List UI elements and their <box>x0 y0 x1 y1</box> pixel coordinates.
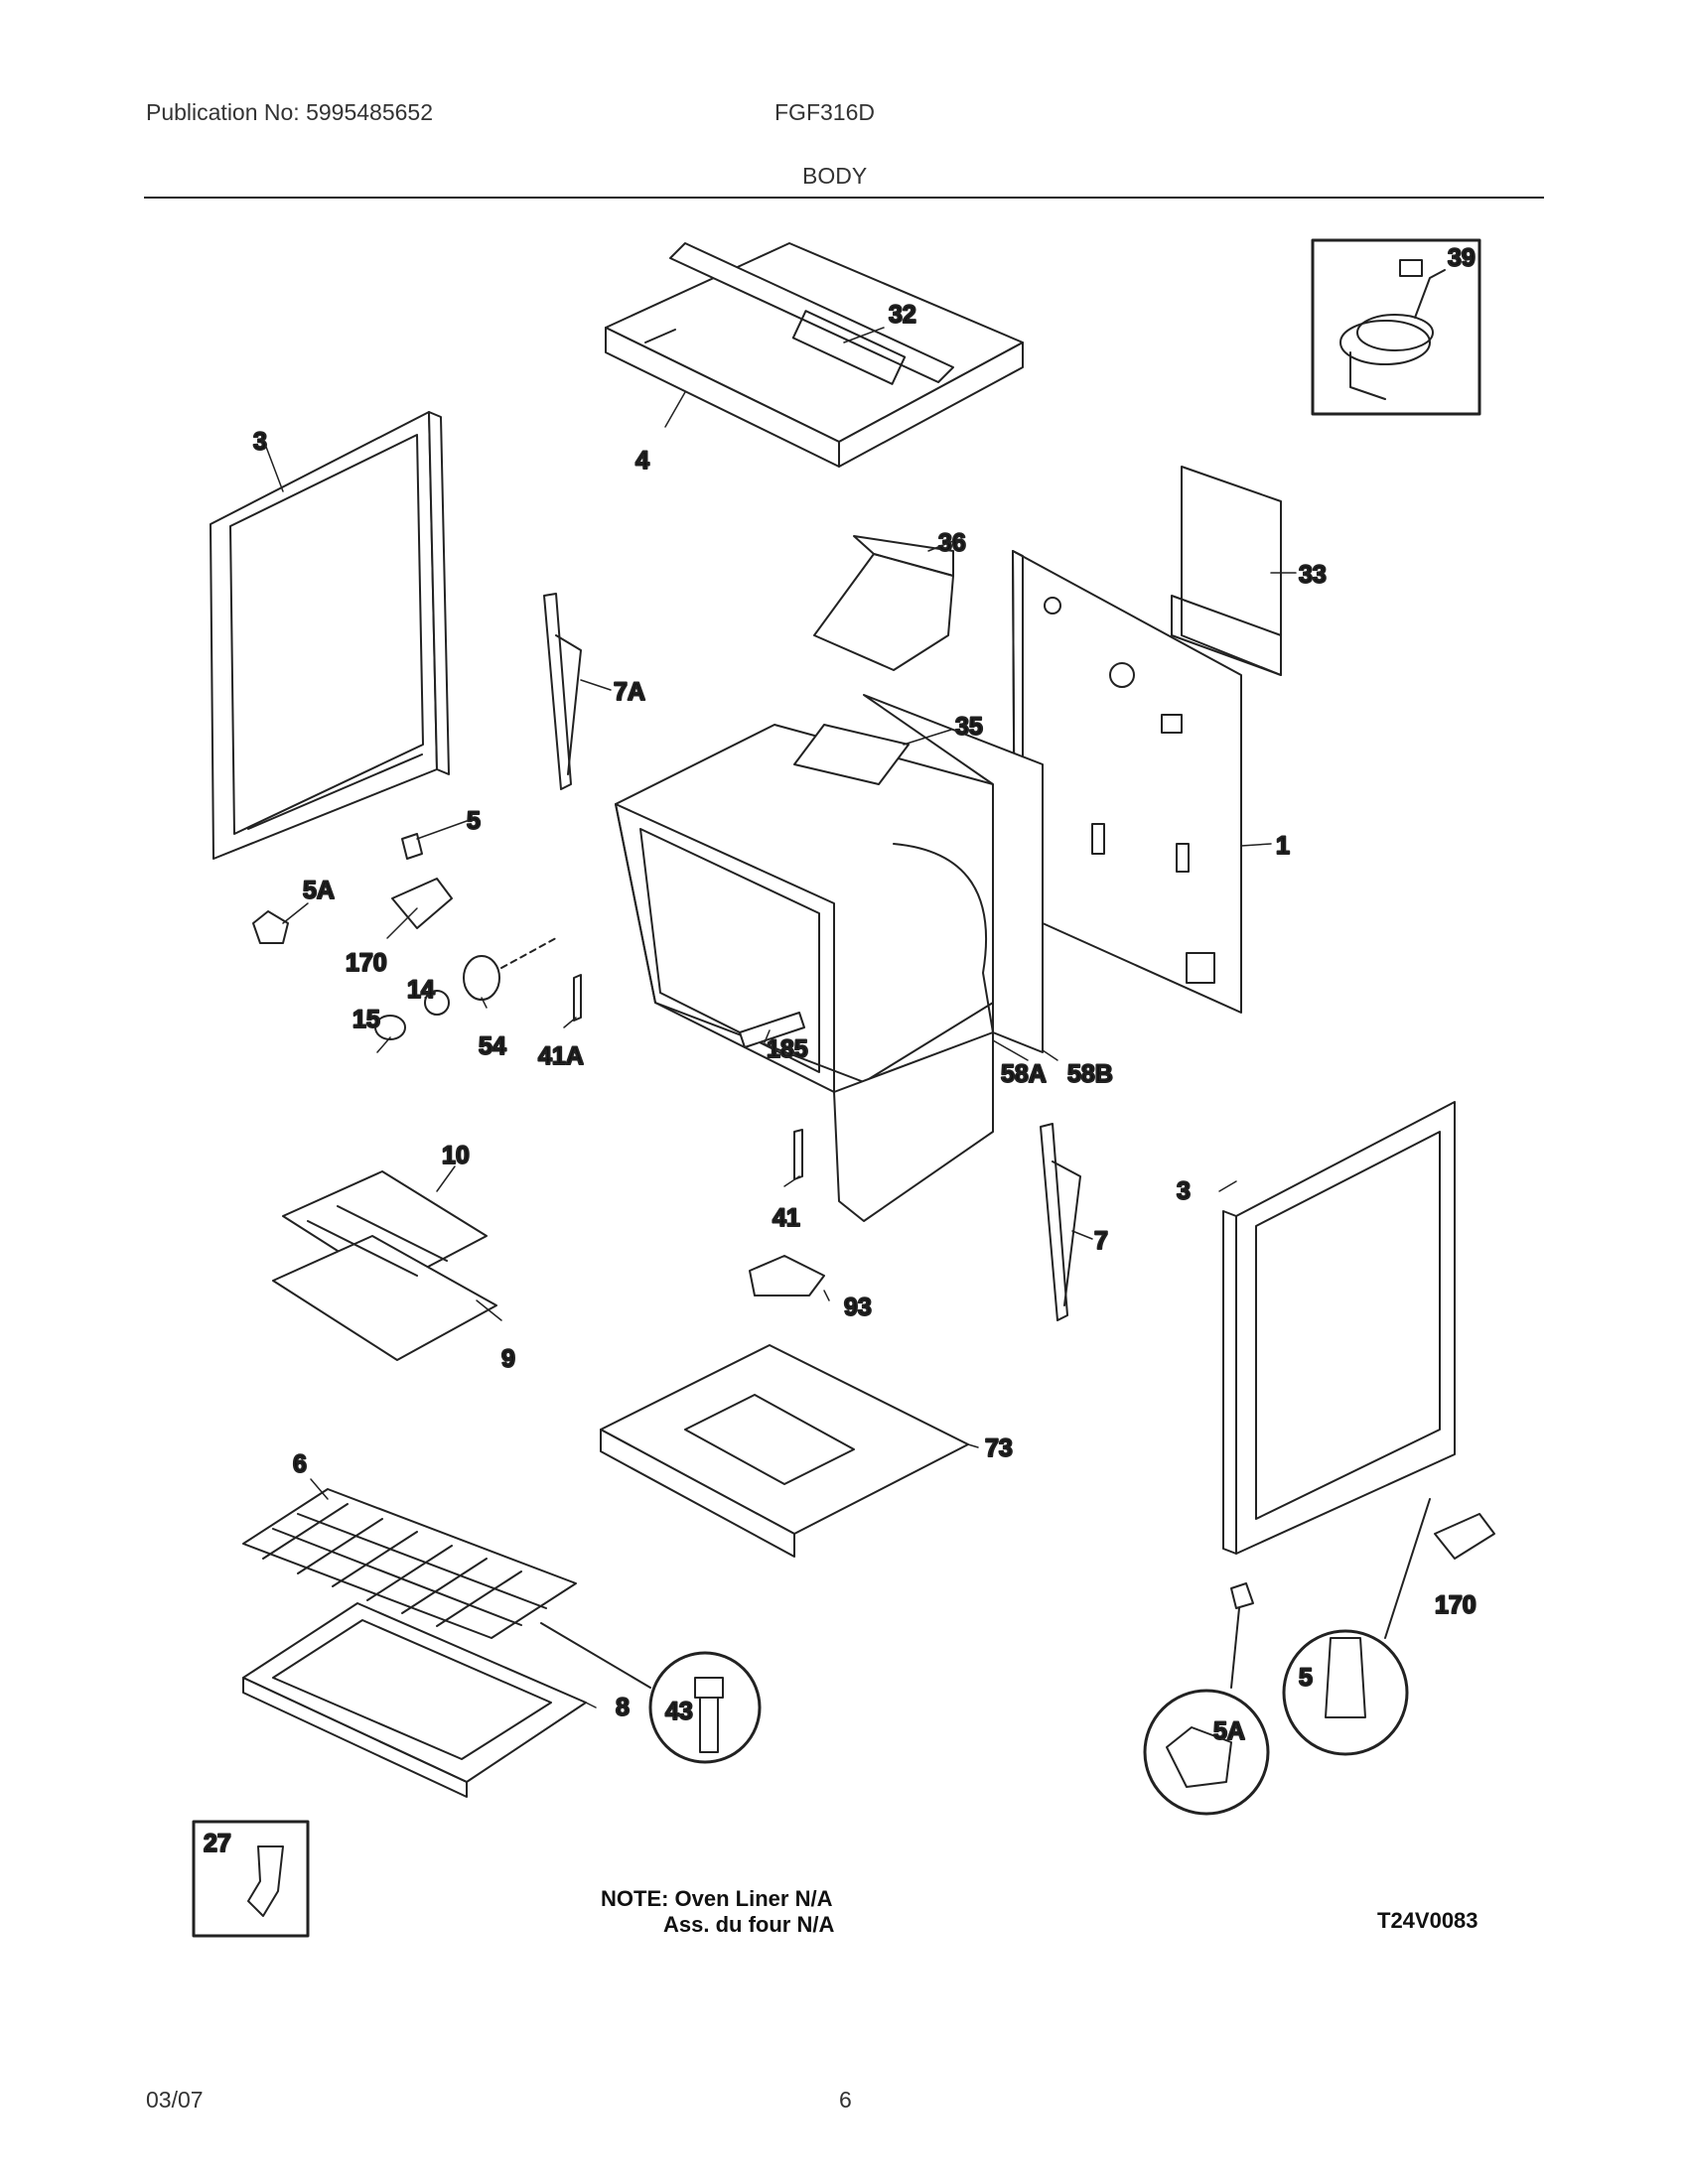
part-side-panel-left <box>210 411 450 860</box>
callout-93: 93 <box>844 1294 872 1321</box>
callout-32: 32 <box>889 301 916 329</box>
callout-58B: 58B <box>1067 1060 1113 1088</box>
publication-number: Publication No: 5995485652 <box>146 99 434 125</box>
callout-5A-left: 5A <box>303 877 335 904</box>
note-line-1: NOTE: Oven Liner N/A <box>601 1886 833 1911</box>
part-side-panel-right <box>1222 1101 1456 1555</box>
callout-3-right: 3 <box>1177 1177 1191 1205</box>
part-power-cord-inset <box>1311 238 1481 416</box>
callout-54: 54 <box>479 1032 506 1060</box>
part-drawer-panel <box>242 1602 587 1798</box>
callout-27: 27 <box>204 1830 231 1857</box>
callout-14: 14 <box>407 976 435 1004</box>
callout-185: 185 <box>767 1035 808 1063</box>
part-bolt-detail-43 <box>540 1622 762 1764</box>
part-bottom-panel <box>600 1344 969 1558</box>
part-93 <box>749 1255 825 1297</box>
diagram-code: T24V0083 <box>1377 1908 1478 1933</box>
callout-5-detail: 5 <box>1299 1664 1313 1692</box>
part-small-left-parts <box>252 833 453 944</box>
callout-8: 8 <box>616 1694 630 1721</box>
part-detail-5A <box>1143 1582 1270 1816</box>
callout-5A-detail: 5A <box>1213 1717 1245 1745</box>
part-oven-body <box>615 694 1044 1222</box>
part-oven-rack <box>242 1488 577 1639</box>
callout-41A: 41A <box>538 1042 584 1070</box>
callout-7A: 7A <box>614 678 645 706</box>
callout-9: 9 <box>501 1345 515 1373</box>
callout-35: 35 <box>955 713 983 741</box>
part-lamp-assembly <box>374 937 557 1040</box>
callout-6: 6 <box>293 1450 307 1478</box>
footer-date: 03/07 <box>146 2087 204 2113</box>
callout-36: 36 <box>938 529 966 557</box>
callout-170-right: 170 <box>1435 1591 1477 1619</box>
callout-170-left: 170 <box>346 949 387 977</box>
callout-4: 4 <box>635 447 649 475</box>
part-clips <box>573 974 803 1180</box>
part-top-panel <box>605 242 1024 468</box>
callout-5-left: 5 <box>467 807 481 835</box>
callout-39: 39 <box>1448 244 1476 272</box>
callout-41: 41 <box>773 1204 800 1232</box>
header-rule <box>144 197 1544 199</box>
part-inset-27 <box>192 1820 310 1938</box>
note-line-2: Ass. du four N/A <box>663 1912 835 1937</box>
part-broiler-pan <box>272 1170 497 1361</box>
footer-page-number: 6 <box>839 2087 852 2113</box>
callout-10: 10 <box>442 1142 470 1169</box>
part-hinge-7 <box>1040 1123 1081 1321</box>
part-rear-cover <box>1171 466 1282 676</box>
part-36 <box>813 535 954 671</box>
callout-73: 73 <box>985 1434 1013 1462</box>
part-detail-5 <box>1282 1498 1431 1756</box>
callout-43: 43 <box>665 1698 693 1725</box>
part-170-right <box>1434 1513 1495 1560</box>
callout-33: 33 <box>1299 561 1327 589</box>
callout-1: 1 <box>1276 832 1290 860</box>
model-number: FGF316D <box>774 99 875 125</box>
section-title: BODY <box>802 163 868 189</box>
callout-3-left: 3 <box>253 428 267 456</box>
callout-15: 15 <box>352 1006 380 1033</box>
callout-58A: 58A <box>1001 1060 1047 1088</box>
leader-lines <box>265 327 1297 1708</box>
part-hinge-7A <box>543 593 582 790</box>
callout-7: 7 <box>1094 1227 1108 1255</box>
